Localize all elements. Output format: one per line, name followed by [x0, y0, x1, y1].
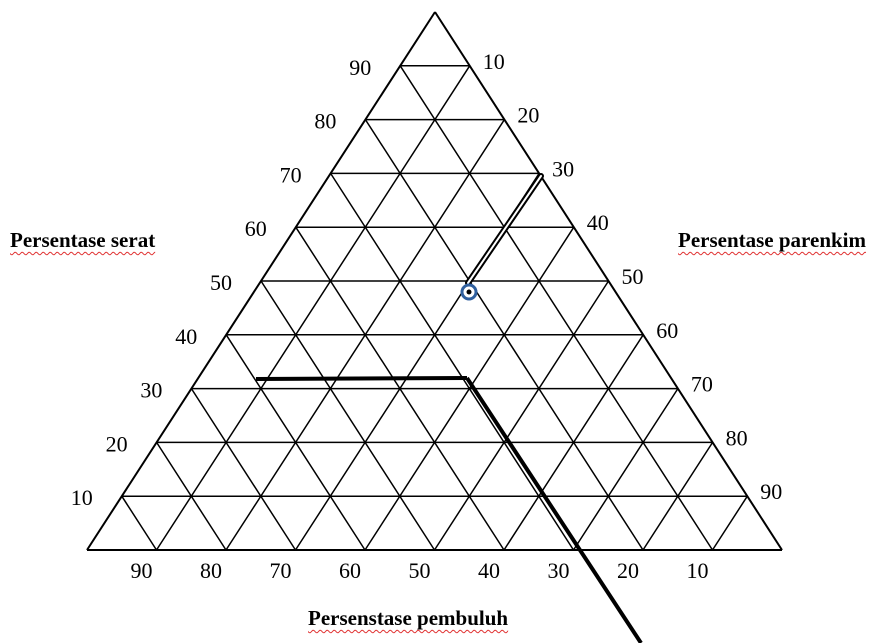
triangular-grid	[121, 65, 748, 551]
right-tick-label: 50	[622, 264, 644, 289]
triangle-edge-right	[434, 11, 783, 551]
right-tick-label: 40	[587, 210, 609, 235]
left-tick-label: 40	[175, 324, 197, 349]
guide-line-pembuluh	[465, 376, 643, 643]
grid-line-right-diagonal	[399, 65, 714, 551]
left-tick-label: 70	[280, 162, 302, 187]
bottom-tick-label: 10	[687, 558, 709, 583]
left-tick-label: 10	[71, 485, 93, 510]
right-tick-label: 90	[760, 479, 782, 504]
right-tick-label: 80	[726, 425, 748, 450]
guide-line-serat	[255, 376, 468, 381]
left-tick-label: 50	[210, 270, 232, 295]
left-tick-label: 60	[245, 216, 267, 241]
grid-line-left-diagonal	[225, 119, 506, 551]
right-axis-ticks: 10 20 30 40 50 60 70 80 90	[483, 49, 783, 504]
grid-line-right-diagonal	[190, 388, 297, 551]
composition-point-center	[466, 289, 472, 295]
bottom-tick-label: 50	[409, 558, 431, 583]
triangle-edge-left	[86, 11, 436, 551]
bottom-axis-title: Persenstase pembuluh	[308, 606, 509, 630]
grid-line-right-diagonal	[329, 172, 575, 551]
bottom-tick-label: 70	[270, 558, 292, 583]
grid-line-right-diagonal	[260, 280, 436, 551]
left-tick-label: 80	[314, 109, 336, 134]
grid-line-left-diagonal	[572, 388, 679, 551]
triangle-outline	[86, 11, 783, 551]
right-axis-title: Persentase parenkim	[678, 228, 867, 252]
right-tick-label: 20	[517, 103, 539, 128]
left-tick-label: 30	[140, 378, 162, 403]
left-tick-label: 90	[349, 55, 371, 80]
bottom-tick-label: 40	[478, 558, 500, 583]
grid-line-left-diagonal	[155, 65, 471, 551]
left-tick-label: 20	[106, 431, 128, 456]
right-tick-label: 70	[691, 372, 713, 397]
grid-line-left-diagonal	[711, 495, 748, 551]
bottom-tick-label: 90	[131, 558, 153, 583]
bottom-tick-label: 30	[548, 558, 570, 583]
guide-line-parenkim-double-inner	[467, 175, 542, 284]
right-tick-label: 30	[552, 156, 574, 181]
bottom-tick-label: 60	[339, 558, 361, 583]
grid-line-right-diagonal	[364, 119, 644, 551]
grid-line-left-diagonal	[433, 280, 610, 551]
bottom-axis-ticks: 90 80 70 60 50 40 30 20 10	[131, 558, 709, 583]
right-tick-label: 60	[656, 318, 678, 343]
bottom-tick-label: 20	[617, 558, 639, 583]
grid-line-right-diagonal	[121, 495, 158, 551]
right-tick-label: 10	[483, 49, 505, 74]
bottom-tick-label: 80	[200, 558, 222, 583]
left-axis-title: Persentase serat	[10, 228, 156, 252]
left-axis-ticks: 90 80 70 60 50 40 30 20 10	[71, 55, 371, 510]
